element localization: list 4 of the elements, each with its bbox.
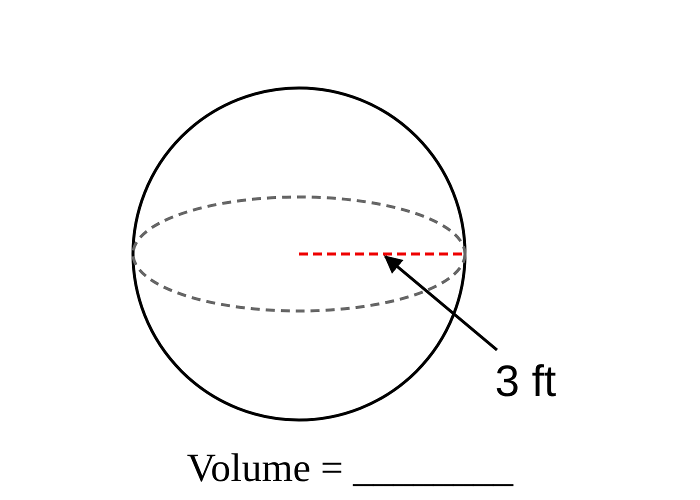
leader-line — [384, 255, 498, 352]
volume-prompt: Volume = ________ — [186, 448, 514, 488]
measurement-label: 3 ft — [495, 360, 556, 404]
radius-line — [299, 252, 465, 256]
